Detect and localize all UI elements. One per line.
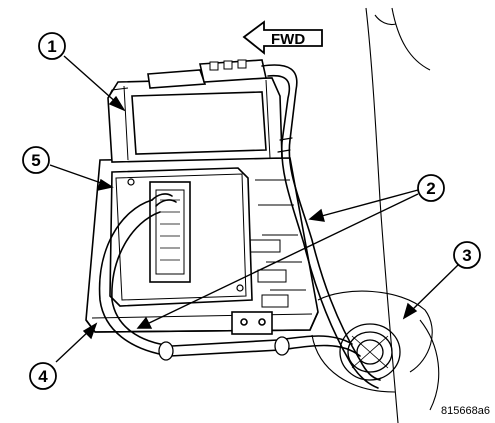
callout-2: 2 xyxy=(417,174,445,202)
leader-lines xyxy=(49,55,459,363)
callout-5-number: 5 xyxy=(31,151,40,170)
harness-grommet xyxy=(339,323,401,381)
callout-4: 4 xyxy=(29,362,57,390)
wiring-harness xyxy=(98,64,381,389)
callout-2-number: 2 xyxy=(426,179,435,198)
forward-arrow-icon xyxy=(242,20,323,55)
callout-1: 1 xyxy=(38,32,66,60)
forward-indicator: FWD xyxy=(242,20,323,55)
callout-5: 5 xyxy=(22,146,50,174)
figure-id: 815668a6 xyxy=(441,405,490,417)
callout-1-number: 1 xyxy=(47,37,56,56)
fwd-label: FWD xyxy=(271,31,305,48)
callout-3-number: 3 xyxy=(462,246,471,265)
callout-3: 3 xyxy=(453,241,481,269)
lower-module xyxy=(109,167,253,307)
body-panel xyxy=(311,7,440,423)
upper-module xyxy=(107,59,283,163)
callout-4-number: 4 xyxy=(38,367,48,386)
